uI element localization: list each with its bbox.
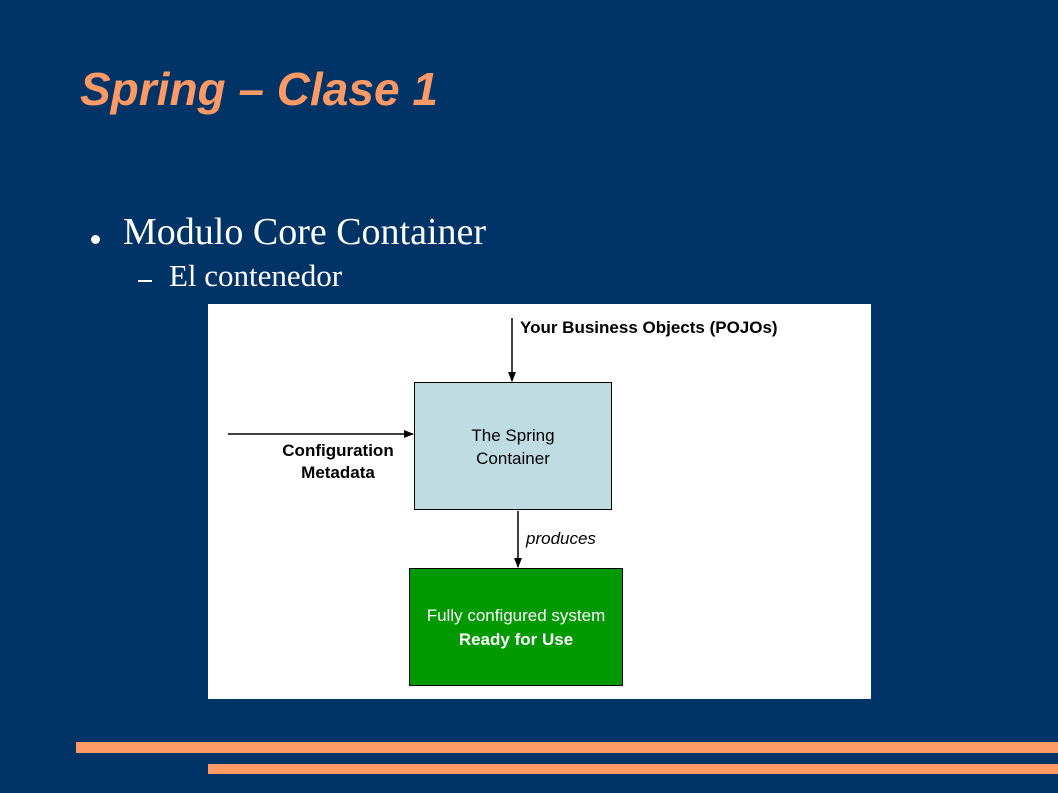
spring-container-line2: Container — [476, 449, 550, 468]
decorative-bar-lower — [208, 764, 1058, 774]
bullet-text: Modulo Core Container — [123, 211, 487, 253]
configuration-metadata-label: Configuration Metadata — [238, 440, 438, 484]
spring-container-line1: The Spring — [471, 426, 555, 445]
configuration-label-line2: Metadata — [301, 463, 375, 482]
spring-container-diagram: Your Business Objects (POJOs) Configurat… — [208, 304, 871, 699]
bullet-dash-icon — [138, 280, 152, 282]
configured-system-line1: Fully configured system — [426, 606, 606, 625]
subbullet-text: El contenedor — [169, 258, 343, 293]
spring-container-label: The Spring Container — [414, 424, 612, 470]
configured-system-box — [409, 568, 623, 686]
diagram-arrows — [228, 318, 522, 568]
spring-container-box — [414, 382, 612, 510]
decorative-bar-upper — [76, 742, 1058, 753]
business-objects-label: Your Business Objects (POJOs) — [520, 318, 778, 337]
produces-label: produces — [526, 529, 596, 548]
configuration-label-line1: Configuration — [282, 441, 394, 460]
bullet-dot-icon — [91, 235, 100, 244]
configured-system-line2: Ready for Use — [458, 630, 574, 649]
slide-title: Spring – Clase 1 — [80, 63, 438, 115]
